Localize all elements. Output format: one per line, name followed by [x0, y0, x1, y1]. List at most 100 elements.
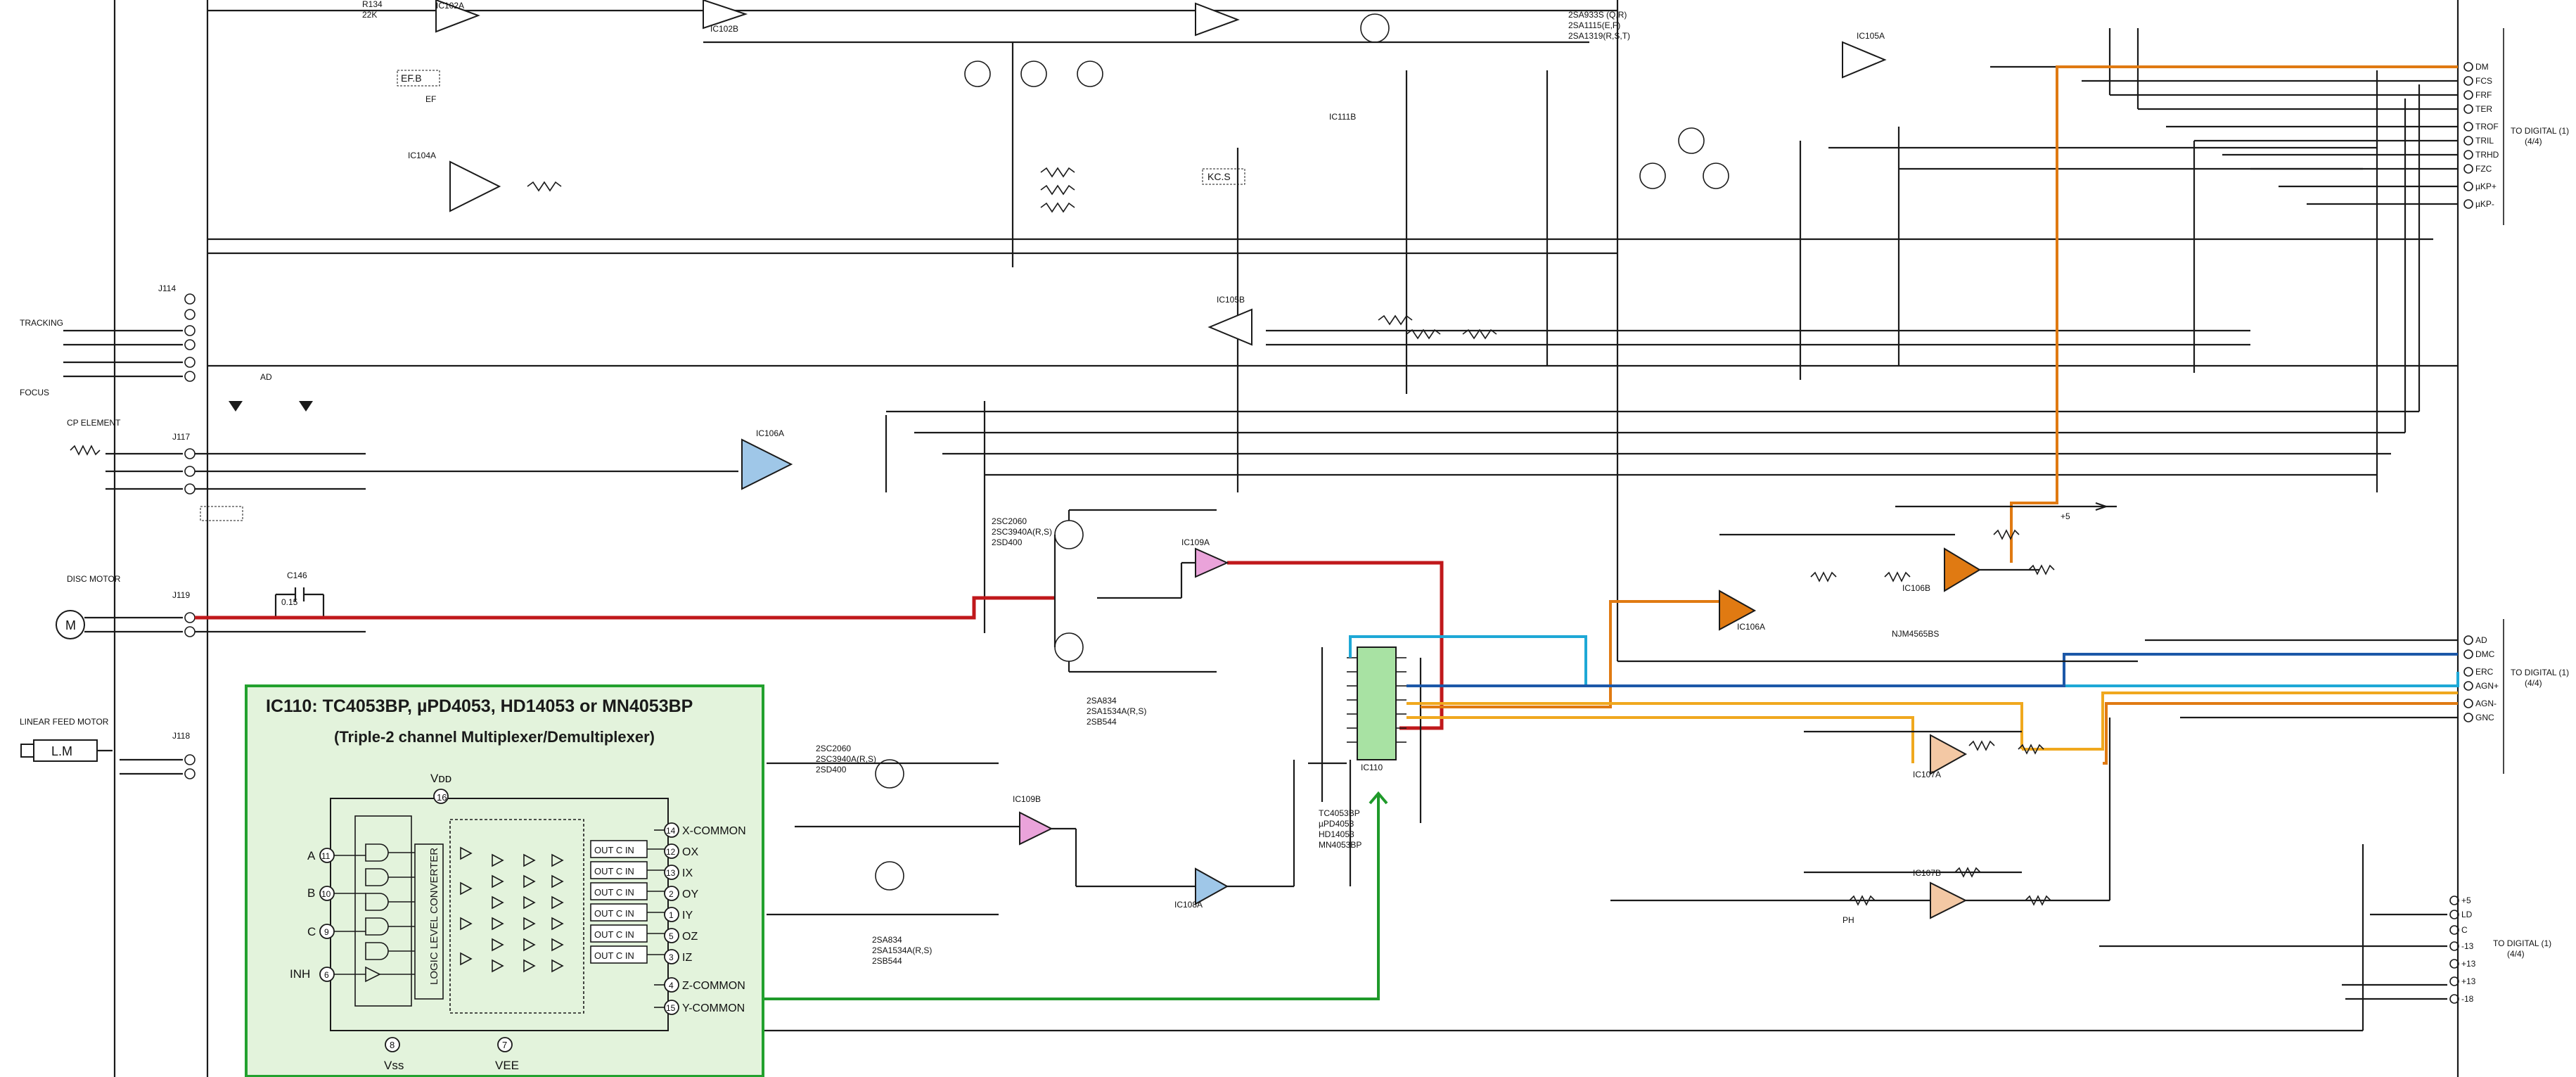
right-connector-mid: AD DMC ERC AGN+ AGN- GNC TO DIGITAL (1) … [2463, 635, 2569, 722]
svg-text:22K: 22K [362, 10, 377, 20]
ad-label-left: AD [260, 372, 272, 382]
pin-dm: DM [2475, 62, 2489, 72]
upper-note-2: 2SC3940A(R,S) [992, 527, 1052, 537]
opamp-ic102b [703, 0, 748, 30]
y-common-label: Y-COMMON [682, 1002, 745, 1014]
kc-s-label: KC.S [1207, 171, 1231, 182]
q121-note-1: 2SA933S (Q,R) [1568, 10, 1627, 20]
pin-b-name: B [307, 886, 315, 900]
svg-text:PH: PH [1843, 915, 1854, 925]
opamp-ic106a-right: IC106A [1719, 590, 1765, 632]
j118-label: J118 [172, 731, 190, 741]
opamp-ic107b: IC107B [1913, 868, 1968, 919]
mid-note-3: 2SB544 [1087, 717, 1117, 727]
mid-digital-sub: (4/4) [2525, 678, 2542, 688]
frame-lines [113, 0, 2504, 1077]
linear-feed-motor-label: LINEAR FEED MOTOR [20, 717, 109, 727]
pin-c: C [2461, 925, 2468, 935]
iz-label: IZ [682, 952, 692, 964]
bot-digital-label: TO DIGITAL (1) [2493, 938, 2551, 948]
switch-1: OUT C IN [594, 845, 634, 855]
inset-switches: OUT C IN OUT C IN OUT C IN OUT C IN OUT … [590, 840, 648, 964]
upper-note-3: 2SD400 [992, 537, 1023, 547]
pin-plus13-b: +13 [2461, 976, 2476, 986]
switch-3: OUT C IN [594, 887, 634, 898]
ic110-alt-1: TC4053BP [1319, 808, 1360, 818]
lower-note-1: 2SC2060 [816, 744, 851, 753]
switch-6: OUT C IN [594, 950, 634, 961]
ic102a-label: IC102A [436, 1, 464, 11]
cp-element-label: CP ELEMENT [67, 418, 121, 428]
c146-value: 0.15 [281, 597, 298, 607]
tracking-focus-connector: J114 TRACKING FOCUS [20, 283, 196, 397]
disc-motor-connector: DISC MOTOR J119 M C146 0.15 [56, 571, 366, 639]
ox-label: OX [682, 846, 698, 858]
ic110-alt-3: HD14053 [1319, 829, 1354, 839]
right-detail-wiring: PH +5 [763, 502, 2458, 1032]
pin-fzc: FZC [2475, 164, 2492, 174]
pin-tril: TRIL [2475, 136, 2494, 146]
switch-4: OUT C IN [594, 908, 634, 919]
opamp-ic105b [1207, 308, 1252, 346]
lower-driver: IC109B IC108A 2SC2060 2SC3940A(R,S) 2SD4… [767, 744, 1352, 966]
ic107a-label: IC107A [1913, 770, 1941, 779]
logic-level-label: LOGIC LEVEL CONVERTER [428, 848, 440, 985]
opamp-ic102a [435, 0, 480, 33]
right-bot-pin-circles [2449, 896, 2459, 1004]
inset-right-pins: 14 X-COMMON 12 OX 13 IX 2 OY 1 IY 5 OZ 3… [647, 822, 746, 1015]
opamp-ic106b: IC106B NJM4565BS [1892, 547, 1981, 639]
lower-note-3: 2SD400 [816, 765, 847, 775]
ix-label: IX [682, 867, 693, 879]
mid-note-1: 2SA834 [1087, 696, 1117, 706]
top-digital-label: TO DIGITAL (1) [2511, 126, 2569, 136]
vss-label: Vss [384, 1059, 404, 1072]
q121-note-2: 2SA1115(E,F) [1568, 20, 1620, 30]
pin-agn-minus: AGN- [2475, 699, 2497, 708]
ic108a-label: IC108A [1174, 900, 1203, 910]
iy-label: IY [682, 910, 693, 922]
pin-ter: TER [2475, 104, 2492, 114]
right-top-pin-circles [2463, 62, 2473, 209]
lm-symbol: L.M [51, 744, 72, 758]
lower-note-2: 2SC3940A(R,S) [816, 754, 876, 764]
pin-11: 11 [321, 851, 331, 861]
linear-feed-motor-connector: LINEAR FEED MOTOR J118 L.M [20, 717, 196, 779]
ic110-inset: IC110: TC4053BP, µPD4053, HD14053 or MN4… [245, 684, 764, 1077]
j117-label: J117 [172, 432, 190, 442]
pin-14: 14 [666, 826, 676, 836]
inset-left-pins: A 11 B 10 C 9 INH 6 [290, 848, 335, 982]
opamp-ic106a [741, 438, 793, 490]
pin-4: 4 [669, 981, 674, 990]
ic106a-label: IC106A [756, 428, 784, 438]
bot-digital-sub: (4/4) [2507, 949, 2525, 959]
pin-minus13: -13 [2461, 941, 2474, 951]
pin-erc: ERC [2475, 667, 2494, 677]
opamp-ic107a: IC107A [1913, 734, 1968, 779]
pin-agn-plus: AGN+ [2475, 681, 2499, 691]
mid-note-2: 2SA1534A(R,S) [1087, 706, 1146, 716]
pin-trhd: TRHD [2475, 150, 2499, 160]
bottom-note-2: 2SA1534A(R,S) [872, 945, 932, 955]
green-pointer [763, 791, 1388, 1000]
pin-plus5: +5 [2461, 896, 2471, 905]
right-connector-bottom: +5 LD C -13 +13 +13 -18 TO DIGITAL (1) (… [2449, 896, 2551, 1004]
switch-5: OUT C IN [594, 929, 634, 940]
disc-motor-symbol: M [65, 618, 76, 632]
j114-label: J114 [158, 283, 176, 293]
pin-16: 16 [437, 792, 447, 803]
tracking-label: TRACKING [20, 318, 63, 328]
oz-label: OZ [682, 931, 698, 943]
ic110-alt-4: MN4053BP [1319, 840, 1361, 850]
z-common-label: Z-COMMON [682, 980, 745, 992]
inset-buffers [460, 846, 564, 973]
ic111b-label: IC111B [1329, 112, 1356, 122]
pin-a-name: A [307, 849, 316, 862]
right-mid-pin-circles [2463, 635, 2473, 722]
njm-label: NJM4565BS [1892, 629, 1939, 639]
svg-text:+5: +5 [2061, 511, 2070, 521]
ic110-pins [1347, 657, 1406, 743]
pin-fcs: FCS [2475, 76, 2492, 86]
switch-2: OUT C IN [594, 866, 634, 877]
pin-6: 6 [324, 970, 329, 980]
